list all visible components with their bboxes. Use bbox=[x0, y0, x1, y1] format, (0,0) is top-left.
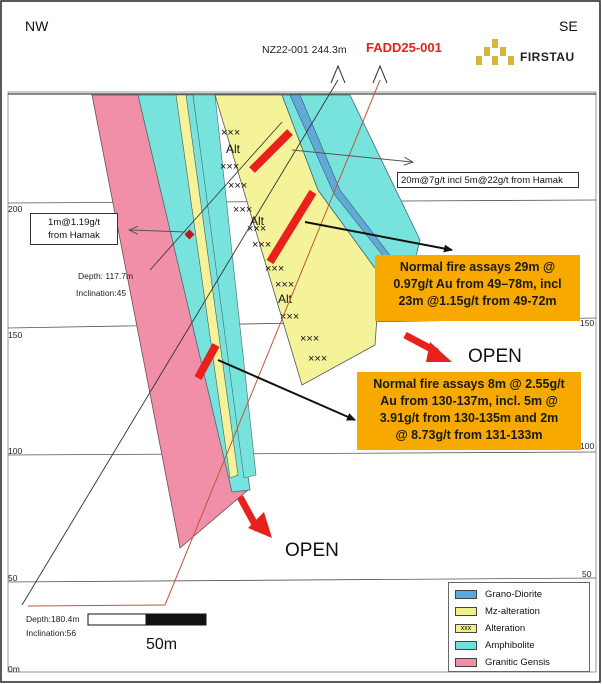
depth-leader-1 bbox=[149, 121, 283, 271]
inclination-label-2: Inclination:56 bbox=[26, 628, 77, 638]
legend-swatch-amphibolite bbox=[455, 640, 477, 650]
arrow-hamak-left bbox=[130, 230, 187, 232]
callout-lower-line-1: Normal fire assays 8m @ 2.55g/t bbox=[373, 377, 565, 391]
elevation-left-150: 150 bbox=[8, 330, 23, 340]
open-label-upper: OPEN bbox=[468, 346, 522, 367]
depth-label-1: Depth: 117.7m bbox=[78, 271, 134, 281]
svg-text:×××: ××× bbox=[308, 353, 327, 365]
callout-upper-line-2: 0.97g/t Au from 49–78m, incl bbox=[393, 277, 562, 291]
direction-nw: NW bbox=[25, 18, 49, 34]
legend-item-amphibolite: Amphibolite bbox=[455, 639, 535, 651]
hamak-intercept-top-label: 20m@7g/t incl 5m@22g/t from Hamak bbox=[397, 172, 579, 188]
arrow-upper-callout bbox=[304, 221, 453, 253]
open-label-lower: OPEN bbox=[285, 540, 339, 561]
alteration-crosses: ××× ××× ××× ××× ××× ××× ××× ××× ××× ××× … bbox=[220, 127, 327, 365]
callout-lower-line-2: Au from 130-137m, incl. 5m @ bbox=[380, 394, 558, 408]
direction-se: SE bbox=[559, 18, 578, 34]
intercept-bars bbox=[194, 129, 317, 380]
svg-text:×××: ××× bbox=[252, 239, 271, 251]
firstau-logo-mark bbox=[476, 39, 514, 65]
collar-nz22-001 bbox=[330, 64, 346, 84]
intercept-bar-2 bbox=[266, 189, 317, 265]
arrow-hamak-top bbox=[291, 149, 412, 162]
svg-text:×××: ××× bbox=[280, 311, 299, 323]
elevation-right-150: 150 bbox=[580, 318, 595, 328]
legend-swatch-grano-diorite bbox=[455, 589, 477, 599]
drill-trace-nz22-001 bbox=[21, 79, 339, 606]
firstau-logo-text: FIRSTAU bbox=[520, 50, 575, 64]
elevation-left-100: 100 bbox=[8, 446, 23, 456]
callout-lower-assay: Normal fire assays 8m @ 2.55g/t Au from … bbox=[357, 372, 581, 450]
legend: Grano-Diorite Mz-alteration xxx Alterati… bbox=[448, 582, 590, 672]
drill-hole-traces bbox=[21, 64, 388, 607]
scale-bar bbox=[87, 613, 207, 626]
legend-swatch-granitic-gensis bbox=[455, 657, 477, 667]
legend-label-mz-alteration: Mz-alteration bbox=[485, 605, 540, 617]
hamak-left-line-1: 1m@1.19g/t bbox=[48, 217, 100, 228]
legend-label-amphibolite: Amphibolite bbox=[485, 639, 535, 651]
elevation-right-50: 50 bbox=[582, 569, 592, 579]
drill-trace-fadd25-001 bbox=[164, 79, 381, 606]
open-arrow-upper bbox=[403, 331, 452, 362]
elevation-left-0: 0m bbox=[8, 664, 20, 674]
svg-text:×××: ××× bbox=[220, 161, 239, 173]
legend-item-granitic-gensis: Granitic Gensis bbox=[455, 656, 550, 668]
scale-bar-label: 50m bbox=[146, 636, 178, 653]
callout-lower-line-4: @ 8.73g/t from 131-133m bbox=[395, 428, 543, 442]
svg-text:×××: ××× bbox=[233, 204, 252, 216]
callout-upper-line-1: Normal fire assays 29m @ bbox=[399, 260, 556, 274]
svg-text:×××: ××× bbox=[228, 180, 247, 192]
elevation-left-50: 50 bbox=[8, 573, 18, 583]
inclination-label-1: Inclination:45 bbox=[76, 288, 127, 298]
elevation-right-100: 100 bbox=[580, 441, 595, 451]
drill-hole-nz22-001-label: NZ22-001 244.3m bbox=[262, 44, 347, 56]
hamak-intercept-left-label: 1m@1.19g/t from Hamak bbox=[30, 213, 118, 245]
legend-swatch-mz-alteration bbox=[455, 606, 477, 616]
svg-text:×××: ××× bbox=[275, 279, 294, 291]
legend-swatch-alteration: xxx bbox=[455, 623, 477, 633]
callout-upper-assay: Normal fire assays 29m @ 0.97g/t Au from… bbox=[375, 255, 580, 321]
elevation-left-200: 200 bbox=[8, 204, 23, 214]
arrow-lower-callout bbox=[217, 359, 356, 421]
svg-text:×××: ××× bbox=[221, 127, 240, 139]
drill-hole-fadd25-001-label: FADD25-001 bbox=[366, 40, 442, 55]
legend-item-grano-diorite: Grano-Diorite bbox=[455, 588, 542, 600]
callout-upper-line-3: 23m @1.15g/t from 49-72m bbox=[398, 294, 557, 308]
callout-lower-line-3: 3.91g/t from 130-135m and 2m bbox=[379, 411, 559, 425]
unit-amphibolite-central bbox=[192, 94, 257, 479]
alteration-label-2: Alt bbox=[250, 214, 265, 228]
svg-text:×××: ××× bbox=[300, 333, 319, 345]
svg-text:×××: ××× bbox=[265, 263, 284, 275]
alteration-label-1: Alt bbox=[226, 142, 241, 156]
hamak-intercept-marker bbox=[184, 229, 195, 240]
section-frame bbox=[7, 91, 597, 673]
svg-text:×××: ××× bbox=[247, 223, 266, 235]
depth-label-2: Depth:180.4m bbox=[26, 614, 80, 624]
legend-label-alteration: Alteration bbox=[485, 622, 526, 634]
collar-fadd25-001 bbox=[372, 64, 388, 84]
intercept-bar-3 bbox=[194, 343, 220, 380]
legend-label-grano-diorite: Grano-Diorite bbox=[485, 588, 543, 600]
open-arrow-lower bbox=[236, 495, 272, 538]
hamak-left-line-2: from Hamak bbox=[48, 230, 100, 241]
legend-item-mz-alteration: Mz-alteration bbox=[455, 605, 540, 617]
intercept-bar-1 bbox=[249, 129, 293, 173]
legend-item-alteration: xxx Alteration bbox=[455, 622, 525, 634]
legend-label-granitic-gensis: Granitic Gensis bbox=[485, 656, 550, 668]
